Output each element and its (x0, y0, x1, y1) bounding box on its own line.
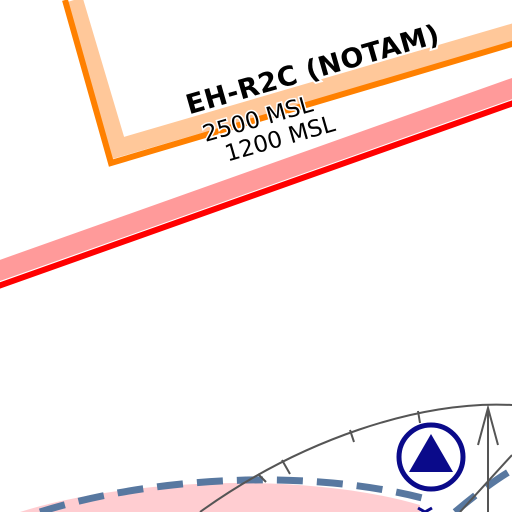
vor-triangle-icon[interactable] (396, 422, 466, 492)
navaid-label-fragment (417, 506, 433, 512)
compass-rose-arc (199, 403, 512, 512)
boundary-line-halo (0, 77, 512, 282)
controlled-zone-border-east (452, 466, 512, 512)
restricted-area-halo (65, 0, 512, 160)
restricted-area-border (62, 0, 512, 167)
compass-north-arrow-icon (477, 404, 499, 512)
compass-rose-ticks (257, 410, 421, 483)
controlled-zone-border (38, 476, 431, 512)
boundary-line (0, 100, 512, 289)
compass-radial (459, 454, 512, 512)
